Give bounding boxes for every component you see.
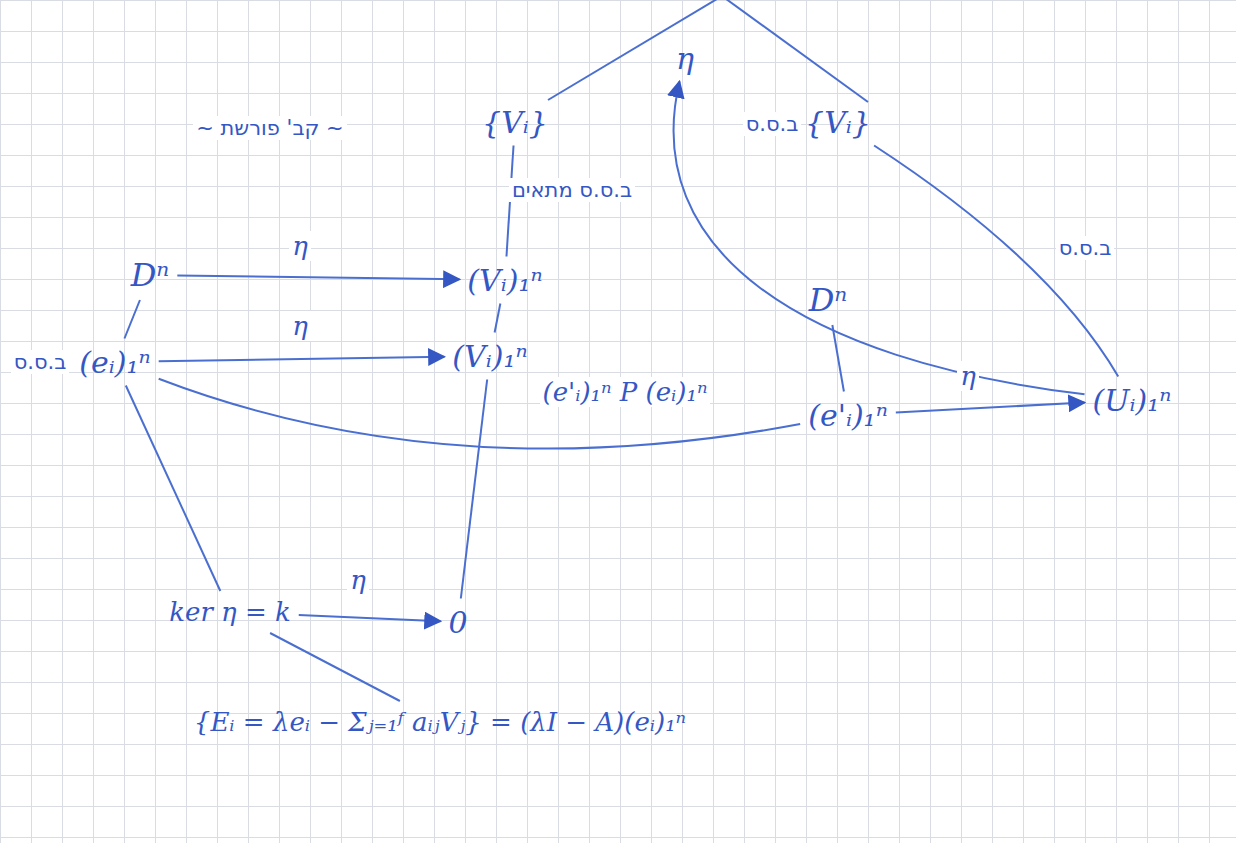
apex-line [548, 0, 722, 100]
note-label: ~ קב' פורשת ~ [193, 116, 346, 140]
math-node: (Vᵢ)₁ⁿ [447, 336, 532, 377]
connector [299, 615, 441, 621]
math-node: η [671, 38, 699, 79]
node-text: (Vᵢ)₁ⁿ [452, 339, 527, 374]
node-text: {Vᵢ} [482, 105, 548, 140]
math-node: {Eᵢ = λeᵢ − Σⱼ₌₁ᶠ aᵢⱼVⱼ} = (λI − A)(eᵢ)₁… [189, 704, 691, 740]
note-label: ב.ס.ס [743, 112, 802, 136]
connector [874, 146, 1118, 377]
math-node: (eᵢ)₁ⁿ [74, 342, 155, 383]
node-text: Dⁿ [809, 281, 848, 319]
connector [495, 304, 501, 333]
edge-label: ב.ס.ס מתאים [509, 178, 635, 202]
connector [126, 386, 221, 592]
math-node: Dⁿ [126, 253, 175, 297]
node-text: {Eᵢ = λeᵢ − Σⱼ₌₁ᶠ aᵢⱼVⱼ} = (λI − A)(eᵢ)₁… [194, 707, 686, 737]
node-text: {Vᵢ} [805, 105, 871, 140]
connector [896, 403, 1085, 413]
math-node: ker η = k [164, 594, 295, 630]
connector [124, 300, 139, 339]
edge-label: ב.ס.ס [1056, 236, 1115, 260]
node-text: η [676, 41, 694, 76]
node-text: (e'ᵢ)₁ⁿ [808, 398, 888, 433]
math-node: {Vᵢ} [800, 102, 876, 143]
math-node: Dⁿ [804, 278, 853, 322]
edge-label: η [289, 231, 311, 261]
edge-label: (e'ᵢ)₁ⁿ P (eᵢ)₁ⁿ [540, 377, 711, 407]
math-node: 0 [443, 602, 472, 643]
node-text: (Vᵢ)₁ⁿ [467, 263, 542, 298]
connector [159, 357, 445, 362]
edge-label: η [289, 311, 311, 341]
connector [177, 275, 459, 279]
node-text: (Uᵢ)₁ⁿ [1093, 383, 1172, 418]
node-text: Dⁿ [131, 256, 170, 294]
math-node: (e'ᵢ)₁ⁿ [803, 395, 893, 436]
node-text: (eᵢ)₁ⁿ [79, 345, 150, 380]
node-text: 0 [448, 605, 467, 640]
connector [461, 380, 487, 599]
connector [674, 82, 1085, 395]
note-label: ב.ס.ס [11, 350, 70, 374]
math-node: (Vᵢ)₁ⁿ [462, 260, 547, 301]
edge-label: η [347, 565, 369, 595]
edge-label: η [957, 361, 979, 391]
connector [270, 633, 400, 701]
math-node: (Uᵢ)₁ⁿ [1088, 380, 1177, 421]
math-node: {Vᵢ} [477, 102, 553, 143]
node-text: ker η = k [169, 597, 290, 627]
apex-line [722, 0, 868, 102]
